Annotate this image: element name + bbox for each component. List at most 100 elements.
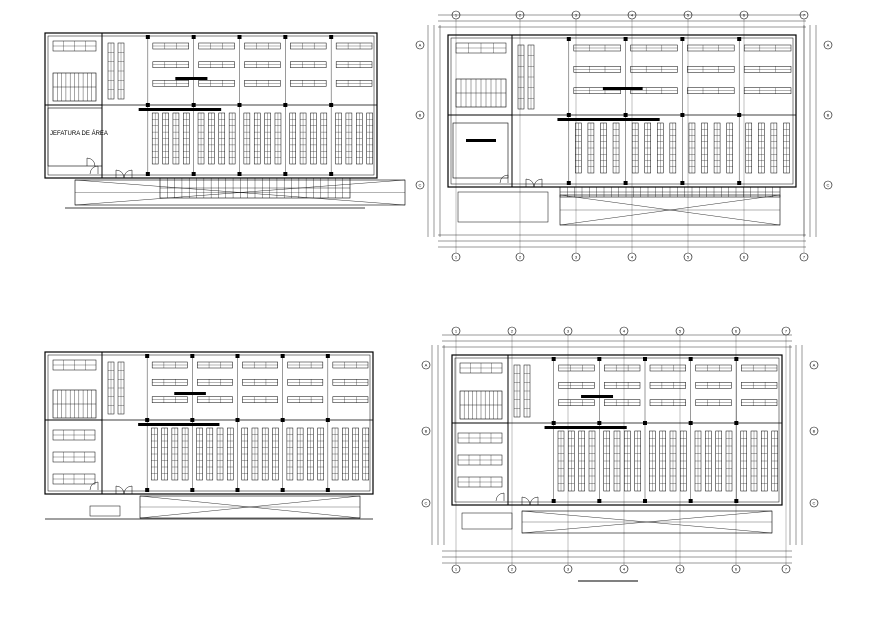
grid-bubble-label: 6 [735, 566, 738, 571]
door-swing [89, 165, 99, 175]
grid-bubble-right [823, 110, 833, 120]
structural-column [623, 181, 628, 185]
door-swing [123, 485, 133, 495]
grid-bubble-label: 4 [631, 254, 634, 259]
door-swing [115, 169, 125, 179]
structural-column [734, 499, 739, 503]
structural-column [688, 357, 693, 361]
door-swing [495, 492, 505, 502]
entry-platform [461, 512, 513, 530]
structural-column [329, 172, 334, 176]
grid-bubble-label: 6 [735, 328, 738, 333]
structural-column [280, 354, 285, 358]
structural-column [597, 499, 602, 503]
entry-step [89, 505, 121, 517]
grid-bubble-label: A [419, 42, 422, 47]
grid-bubble-label: C [827, 182, 830, 187]
structural-column [145, 172, 150, 176]
beam-marker [581, 395, 614, 398]
grid-bubble-label: 3 [567, 328, 570, 333]
grid-bubble-left [415, 180, 425, 190]
structural-column [566, 37, 571, 41]
door-swing [525, 178, 535, 188]
grid-bubble-label: 4 [631, 12, 634, 17]
structural-column [325, 488, 330, 492]
entry-platform [457, 191, 549, 223]
grid-bubble-label: B [425, 428, 428, 433]
door-swing [86, 157, 96, 167]
structural-column [551, 499, 556, 503]
structural-column [145, 354, 150, 358]
structural-column [680, 37, 685, 41]
beam-marker [174, 392, 206, 395]
room-label-jefatura: JEFATURA DE ÁREA [50, 130, 108, 137]
grid-bubble-left [415, 110, 425, 120]
grid-bubble-label: 1 [455, 12, 458, 17]
structural-column [280, 488, 285, 492]
grid-bubble-label: B [813, 428, 816, 433]
grid-bubble-right [809, 426, 819, 436]
structural-column [145, 488, 150, 492]
door-swing [89, 481, 99, 491]
interior-wall-line [450, 37, 794, 185]
structural-column [329, 35, 334, 39]
grid-bubble-label: C [419, 182, 422, 187]
grid-bubble-label: 7 [803, 12, 806, 17]
exterior-wall [44, 351, 374, 495]
structural-column [235, 488, 240, 492]
grid-bubble-label: B [419, 112, 422, 117]
grid-bubble-left [421, 360, 431, 370]
structural-column [191, 35, 196, 39]
office-room [47, 107, 103, 167]
grid-bubble-label: 3 [575, 254, 578, 259]
structural-column [237, 172, 242, 176]
structural-column [680, 181, 685, 185]
structural-column [566, 181, 571, 185]
exterior-wall [451, 354, 783, 506]
office-room [452, 122, 509, 179]
door-swing [115, 485, 125, 495]
structural-column [551, 357, 556, 361]
interior-wall-line [47, 354, 371, 492]
grid-bubble-right [823, 40, 833, 50]
beam-marker [138, 108, 222, 111]
structural-column [191, 172, 196, 176]
grid-bubble-label: 2 [511, 566, 514, 571]
structural-column [734, 357, 739, 361]
beam-marker [138, 423, 220, 426]
structural-column [325, 354, 330, 358]
beam-marker [602, 87, 643, 90]
grid-bubble-label: 4 [623, 566, 626, 571]
grid-bubble-right [809, 360, 819, 370]
grid-bubble-label: C [425, 500, 428, 505]
grid-bubble-label: 7 [803, 254, 806, 259]
beam-marker [544, 426, 627, 429]
grid-bubble-label: 1 [455, 328, 458, 333]
grid-bubble-label: A [813, 362, 816, 367]
grid-bubble-label: 6 [743, 254, 746, 259]
structural-column [688, 499, 693, 503]
grid-bubble-label: 2 [519, 254, 522, 259]
door-swing [529, 496, 539, 506]
furniture-desk [466, 139, 496, 142]
grid-bubble-label: 1 [455, 566, 458, 571]
grid-bubble-label: 3 [575, 12, 578, 17]
structural-column [190, 488, 195, 492]
door-swing [533, 178, 543, 188]
grid-bubble-right [823, 180, 833, 190]
interior-wall-line [454, 357, 780, 503]
structural-column [283, 172, 288, 176]
structural-column [145, 35, 150, 39]
structural-column [237, 35, 242, 39]
grid-bubble-left [421, 498, 431, 508]
grid-bubble-label: 5 [679, 328, 682, 333]
structural-column [190, 354, 195, 358]
structural-column [623, 37, 628, 41]
grid-bubble-label: B [827, 112, 830, 117]
structural-column [597, 357, 602, 361]
grid-bubble-label: 5 [687, 254, 690, 259]
grid-bubble-label: 7 [785, 566, 788, 571]
beam-marker [557, 118, 660, 121]
